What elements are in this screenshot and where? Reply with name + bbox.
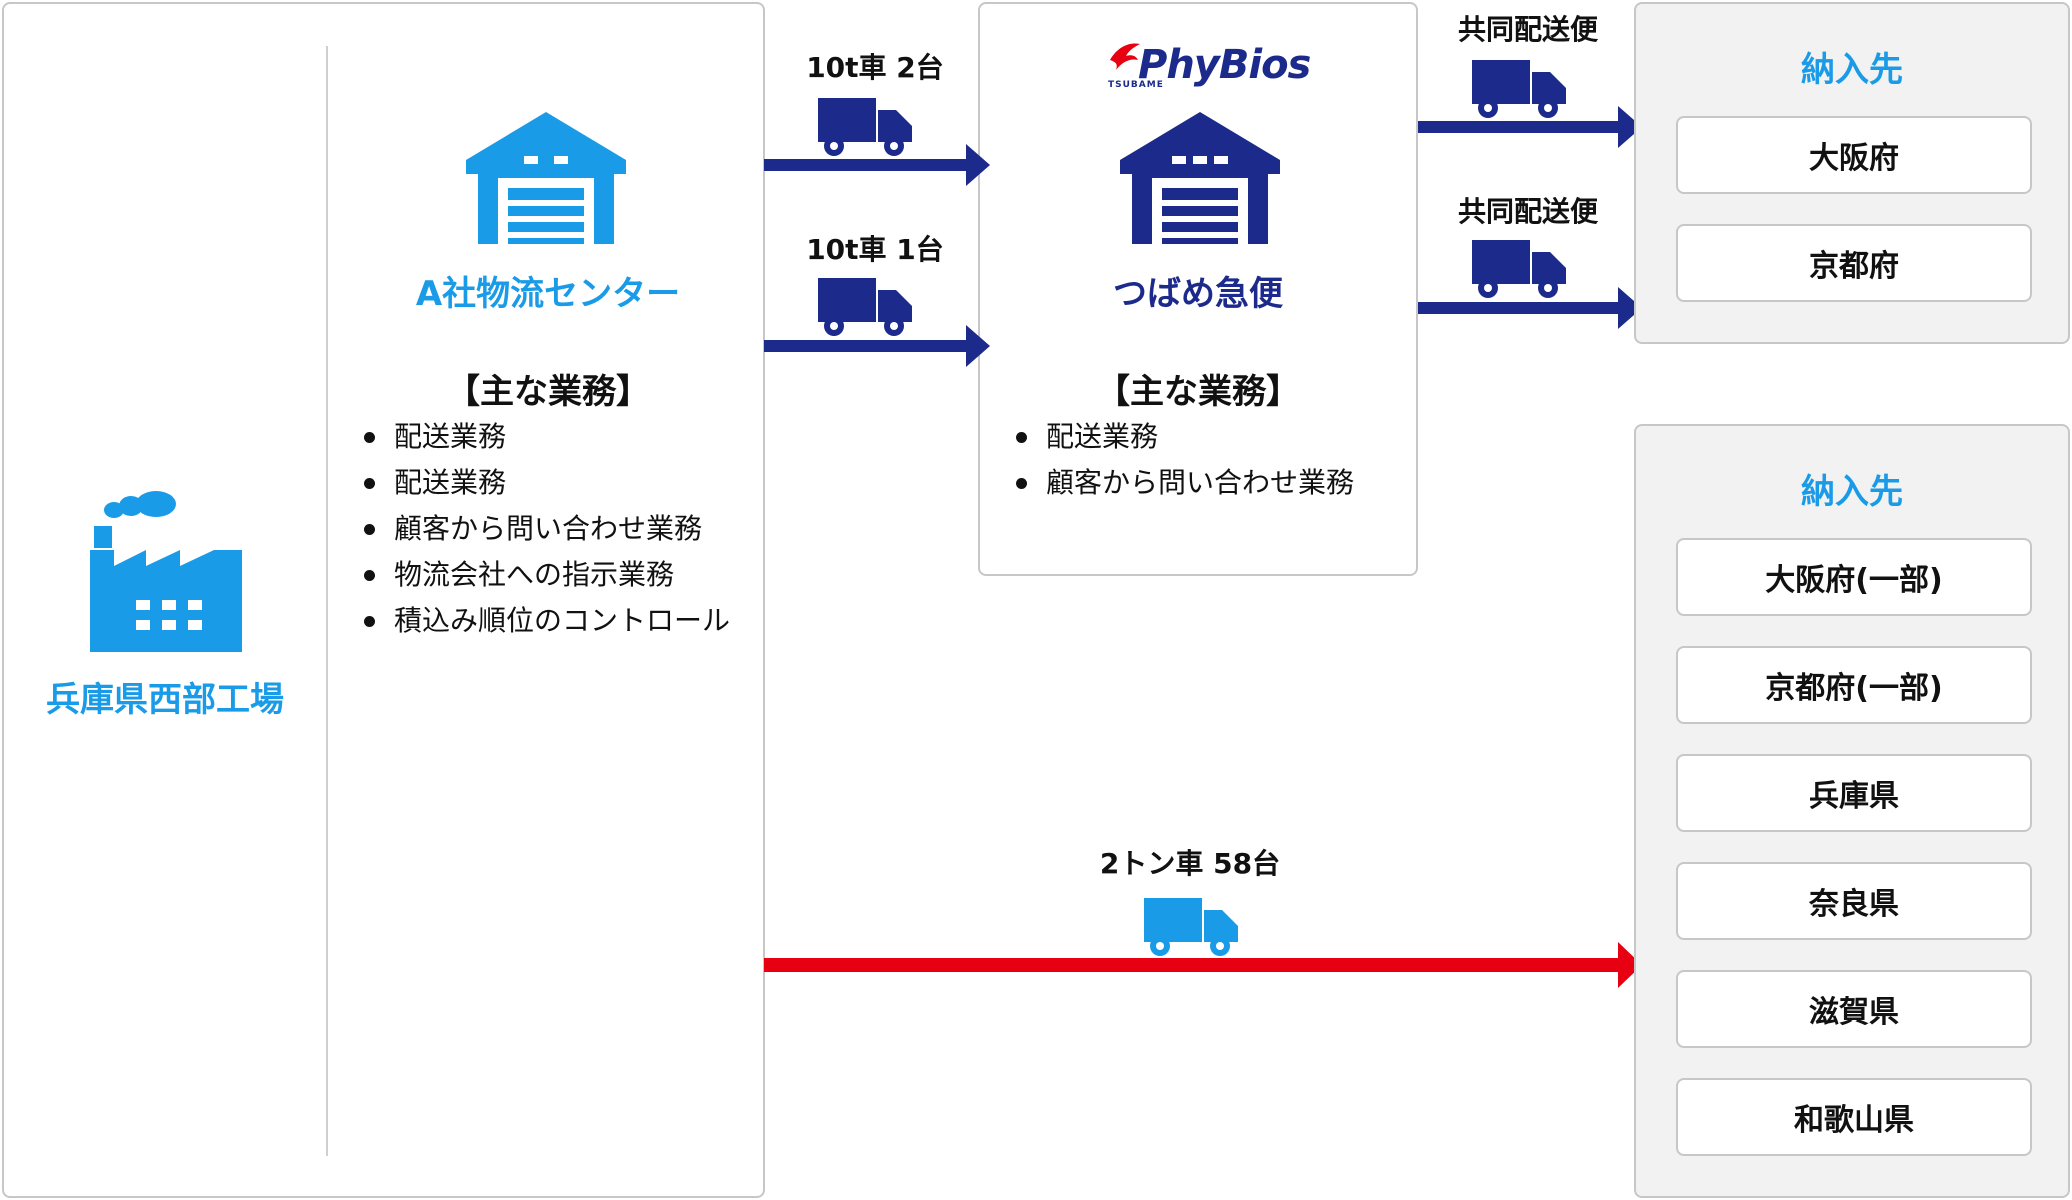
phybios-logo: TSUBAME PhyBios — [1108, 40, 1311, 96]
center-a-duties-list: 配送業務 配送業務 顧客から問い合わせ業務 物流会社への指示業務 積込み順位のコ… — [364, 414, 730, 644]
dest-title: 納入先 — [1801, 472, 1903, 512]
tsubame-panel: TSUBAME PhyBios つばめ急便 【主な業務】 配送業務 顧客から問い… — [978, 2, 1418, 576]
swallow-icon — [1110, 43, 1140, 70]
factory-panel: 兵庫県西部工場 A社物流センター 【主な業務】 配送業務 配送業務 顧客から問い… — [2, 2, 765, 1198]
dest-item: 京都府 — [1676, 224, 2032, 302]
dest-panel-top: 納入先 大阪府 京都府 — [1634, 2, 2070, 344]
list-item: 顧客から問い合わせ業務 — [1016, 460, 1354, 506]
warehouse-icon — [1120, 112, 1280, 244]
logo-text: PhyBios — [1138, 42, 1311, 88]
dest-item: 大阪府(一部) — [1676, 538, 2032, 616]
logo-small-text: TSUBAME — [1108, 80, 1164, 90]
route-label-5: 2トン車 58台 — [1099, 847, 1281, 880]
truck-icon — [818, 98, 912, 156]
dest-item: 兵庫県 — [1676, 754, 2032, 832]
panel-divider — [326, 46, 328, 1156]
center-a-duties-heading: 【主な業務】 — [446, 372, 650, 412]
list-item: 配送業務 — [364, 414, 730, 460]
list-item: 物流会社への指示業務 — [364, 552, 730, 598]
dest-item: 和歌山県 — [1676, 1078, 2032, 1156]
list-item: 配送業務 — [364, 460, 730, 506]
warehouse-icon — [466, 112, 626, 244]
dest-item: 大阪府 — [1676, 116, 2032, 194]
arrow-factory-to-tsubame-1 — [764, 144, 990, 186]
dest-panel-bottom: 納入先 大阪府(一部) 京都府(一部) 兵庫県 奈良県 滋賀県 和歌山県 — [1634, 424, 2070, 1198]
arrow-tsubame-to-dest-1 — [1418, 106, 1642, 148]
center-a-name: A社物流センター — [415, 274, 681, 314]
list-item: 配送業務 — [1016, 414, 1354, 460]
dest-item: 滋賀県 — [1676, 970, 2032, 1048]
tsubame-duties-list: 配送業務 顧客から問い合わせ業務 — [1016, 414, 1354, 506]
arrow-tsubame-to-dest-2 — [1418, 287, 1642, 329]
dest-title: 納入先 — [1801, 50, 1903, 90]
tsubame-duties-heading: 【主な業務】 — [1096, 372, 1300, 412]
route-label-3: 共同配送便 — [1457, 13, 1598, 46]
truck-icon — [818, 278, 912, 336]
list-item: 顧客から問い合わせ業務 — [364, 506, 730, 552]
factory-icon — [90, 491, 242, 652]
dest-item: 奈良県 — [1676, 862, 2032, 940]
list-item: 積込み順位のコントロール — [364, 598, 730, 644]
route-label-1: 10t車 2台 — [806, 51, 944, 84]
truck-icon — [1144, 898, 1238, 956]
tsubame-name: つばめ急便 — [1113, 274, 1283, 314]
truck-icon — [1472, 60, 1566, 118]
route-label-4: 共同配送便 — [1457, 195, 1598, 228]
truck-icon — [1472, 240, 1566, 298]
dest-item: 京都府(一部) — [1676, 646, 2032, 724]
arrow-factory-to-tsubame-2 — [764, 325, 990, 367]
route-label-2: 10t車 1台 — [806, 233, 944, 266]
arrow-factory-to-dest-direct — [764, 942, 1642, 988]
factory-name: 兵庫県西部工場 — [46, 680, 284, 720]
